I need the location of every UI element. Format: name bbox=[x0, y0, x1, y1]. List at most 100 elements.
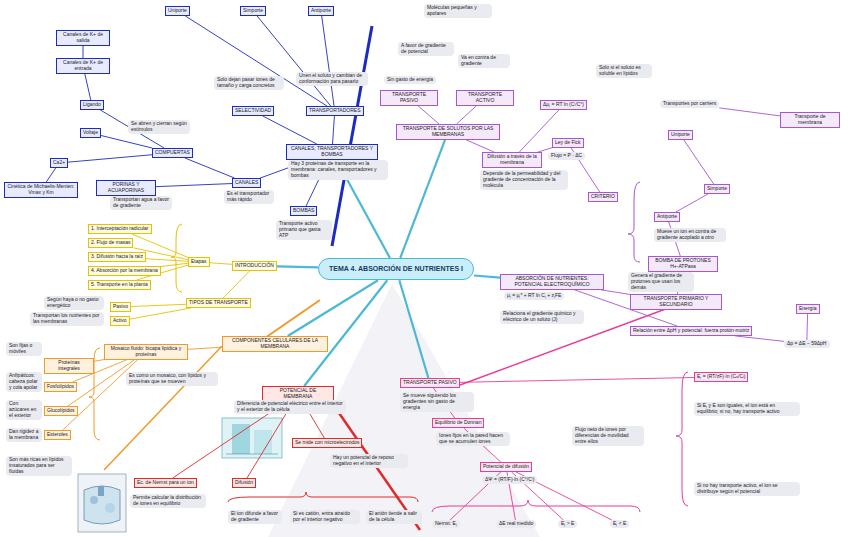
topic-box: 2. Flujo de masas bbox=[88, 238, 133, 248]
node-text: Esteroles bbox=[47, 432, 68, 438]
topic-box: Transporte de membrana bbox=[780, 112, 840, 128]
node-text: Simporte bbox=[707, 186, 727, 192]
node-text: Ligando bbox=[83, 102, 101, 108]
node-text: Simporte bbox=[243, 8, 263, 14]
note-bubble: Es como un mosaico, con lípidos y proteí… bbox=[126, 372, 218, 386]
note-bubble: Transportan agua a favor de gradiente bbox=[110, 196, 172, 210]
topic-box: Difusión bbox=[232, 478, 256, 488]
node-text: Glucolípidos bbox=[47, 408, 75, 414]
connector bbox=[466, 140, 494, 152]
node-text: INTRODUCCIÓN bbox=[235, 263, 274, 269]
node-text: Solo dejan pasar iones de tamaño y carga… bbox=[217, 77, 281, 89]
connector bbox=[223, 271, 249, 298]
connector bbox=[131, 304, 186, 306]
node-text: Mueve un ion en contra de gradiente acop… bbox=[657, 229, 723, 241]
connector bbox=[399, 280, 428, 378]
topic-box: Cinética de Michaelis-Menten: Vmax y Km bbox=[4, 182, 78, 198]
node-text: Si Eⱼ y E son iguales, el ion está en eq… bbox=[697, 403, 797, 415]
node-text: Pasivo bbox=[113, 304, 128, 310]
note-bubble: Con azúcares en el exterior bbox=[6, 400, 42, 420]
connector bbox=[676, 194, 708, 212]
node-text: TRANSPORTE ACTIVO bbox=[459, 92, 511, 104]
bracket bbox=[628, 182, 640, 262]
topic-box: Voltaje bbox=[80, 128, 101, 138]
node-text: Etapas bbox=[191, 259, 207, 265]
node-text: TRANSPORTADORES bbox=[309, 108, 361, 114]
node-text: Transporte de membrana bbox=[783, 114, 837, 126]
connector bbox=[684, 140, 714, 184]
node-text: TEMA 4. ABSORCIÓN DE NUTRIENTES I bbox=[329, 265, 463, 273]
topic-box: TIPOS DE TRANSPORTE bbox=[186, 298, 251, 308]
topic-box: TRANSPORTE PRIMARIO Y SECUNDARIO bbox=[630, 294, 722, 310]
note-bubble: Flujo neto de iones por diferencias de m… bbox=[572, 426, 644, 446]
membrane-illustration bbox=[78, 474, 126, 532]
note-bubble: Flujo = P · ΔC bbox=[548, 152, 585, 160]
note-bubble: Unen el soluto y cambian de conformación… bbox=[296, 72, 368, 86]
note-bubble: Se abren y cierran según estímulos bbox=[128, 120, 190, 134]
connector bbox=[400, 140, 445, 258]
topic-box: Activo bbox=[110, 316, 130, 326]
node-text: Hay un potencial de reposo negativo en e… bbox=[333, 455, 405, 467]
connector bbox=[474, 276, 500, 278]
topic-box: 3. Difusión hacia la raíz bbox=[88, 252, 146, 262]
bracket bbox=[676, 372, 688, 506]
node-text: Energía bbox=[799, 306, 817, 312]
connector bbox=[185, 16, 327, 106]
connector bbox=[719, 108, 780, 116]
topic-box: Simporte bbox=[704, 184, 730, 194]
node-text: Δμⱼ = RT ln (Cⁱ/C°) bbox=[543, 102, 584, 108]
note-bubble: Relaciona el gradiente químico y eléctri… bbox=[500, 310, 584, 324]
note-bubble: Transporte activo primario que gasta ATP bbox=[276, 220, 332, 240]
connector bbox=[185, 158, 235, 178]
node-text: Si no hay transporte activo, el ion se d… bbox=[697, 483, 797, 495]
connector bbox=[85, 74, 91, 100]
node-text: El anión tiende a salir de la célula bbox=[369, 511, 419, 523]
node-text: Eⱼ < E bbox=[613, 521, 626, 527]
note-bubble: Eⱼ < E bbox=[610, 520, 629, 528]
node-text: Transportan los nutrientes por las membr… bbox=[33, 313, 101, 325]
note-bubble: Anfipáticos: cabeza polar y cola apolar bbox=[6, 372, 42, 392]
note-bubble: A favor de gradiente de potencial bbox=[398, 42, 454, 56]
node-text: μⱼ = μⱼ* + RT ln Cⱼ + zⱼFE bbox=[507, 293, 561, 299]
topic-box: Antiporte bbox=[308, 6, 334, 16]
node-text: Se abren y cierran según estímulos bbox=[131, 121, 187, 133]
node-text: Canales de K+ de entrada bbox=[59, 60, 107, 72]
connector bbox=[130, 308, 192, 319]
node-text: COMPONENTES CELULARES DE LA MEMBRANA bbox=[225, 338, 325, 350]
bracket bbox=[228, 492, 418, 502]
node-text: Proteínas integrales bbox=[47, 360, 91, 372]
topic-box: Mosaico fluido: bicapa lipídica y proteí… bbox=[104, 344, 188, 360]
note-bubble: Va en contra de gradiente bbox=[458, 54, 510, 68]
note-bubble: Iones fijos en la pared hacen que se acu… bbox=[436, 432, 510, 446]
node-text: Unen el soluto y cambian de conformación… bbox=[299, 73, 365, 85]
connector bbox=[94, 360, 104, 362]
node-text: Con azúcares en el exterior bbox=[9, 401, 39, 419]
node-text: Eⱼ > E bbox=[561, 521, 574, 527]
node-text: Se mide con microelectrodos bbox=[295, 440, 359, 446]
potential-chart bbox=[222, 418, 282, 458]
node-text: Equilibrio de Donnan bbox=[435, 420, 481, 426]
node-text: POTENCIAL DE MEMBRANA bbox=[265, 388, 331, 400]
node-text: TRANSPORTE DE SOLUTOS POR LAS MEMBRANAS bbox=[399, 126, 497, 138]
note-bubble: Si es catión, entra atraído por el inter… bbox=[290, 510, 360, 524]
topic-box: SELECTIVIDAD bbox=[232, 106, 274, 116]
node-text: SELECTIVIDAD bbox=[235, 108, 271, 114]
note-bubble: Según haya o no gasto energético bbox=[44, 296, 104, 310]
node-text: BOMBA DE PROTONES H+-ATPasa bbox=[651, 258, 715, 270]
note-bubble: Son fijas o móviles bbox=[6, 342, 42, 356]
node-text: Ley de Fick bbox=[555, 140, 581, 146]
node-text: CRITERIO bbox=[591, 194, 615, 200]
node-text: TRANSPORTE PRIMARIO Y SECUNDARIO bbox=[633, 296, 719, 308]
note-bubble: Solo si el soluto es soluble en lípidos bbox=[596, 64, 652, 78]
node-text: Relación entre ΔpH y potencial: fuerza p… bbox=[633, 328, 749, 334]
note-bubble: Solo dejan pasar iones de tamaño y carga… bbox=[214, 76, 284, 90]
node-text: Hay 3 proteínas de transporte en la memb… bbox=[291, 161, 385, 179]
note-bubble: Permite calcular la distribución de ione… bbox=[130, 494, 206, 508]
connector bbox=[257, 16, 331, 106]
connector bbox=[277, 265, 318, 268]
connector bbox=[735, 336, 784, 341]
node-text: Uniporte bbox=[168, 8, 187, 14]
node-text: PORINAS Y ACUAPORINAS bbox=[99, 182, 153, 194]
connector bbox=[601, 290, 630, 295]
